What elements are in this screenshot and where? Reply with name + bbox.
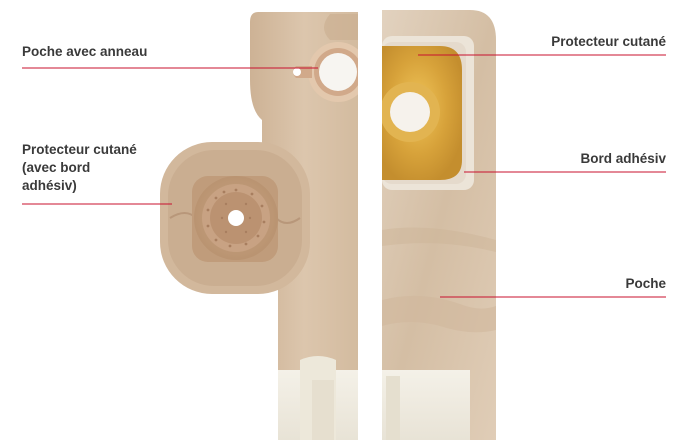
label-left-skin-barrier-line1: Protecteur cutané: [22, 141, 137, 159]
center-gap: [358, 0, 382, 440]
label-pouch-with-ring: Poche avec anneau: [22, 43, 147, 61]
label-adhesive-border: Bord adhésiv: [580, 150, 666, 168]
right-skin-barrier: [380, 36, 474, 190]
label-right-skin-barrier: Protecteur cutané: [551, 33, 666, 51]
left-skin-barrier: [160, 142, 310, 294]
label-left-skin-barrier: Protecteur cutané (avec bord adhésiv): [22, 141, 137, 195]
label-left-skin-barrier-line3: adhésiv): [22, 177, 137, 195]
label-left-skin-barrier-line2: (avec bord: [22, 159, 137, 177]
label-pouch: Poche: [625, 275, 666, 293]
